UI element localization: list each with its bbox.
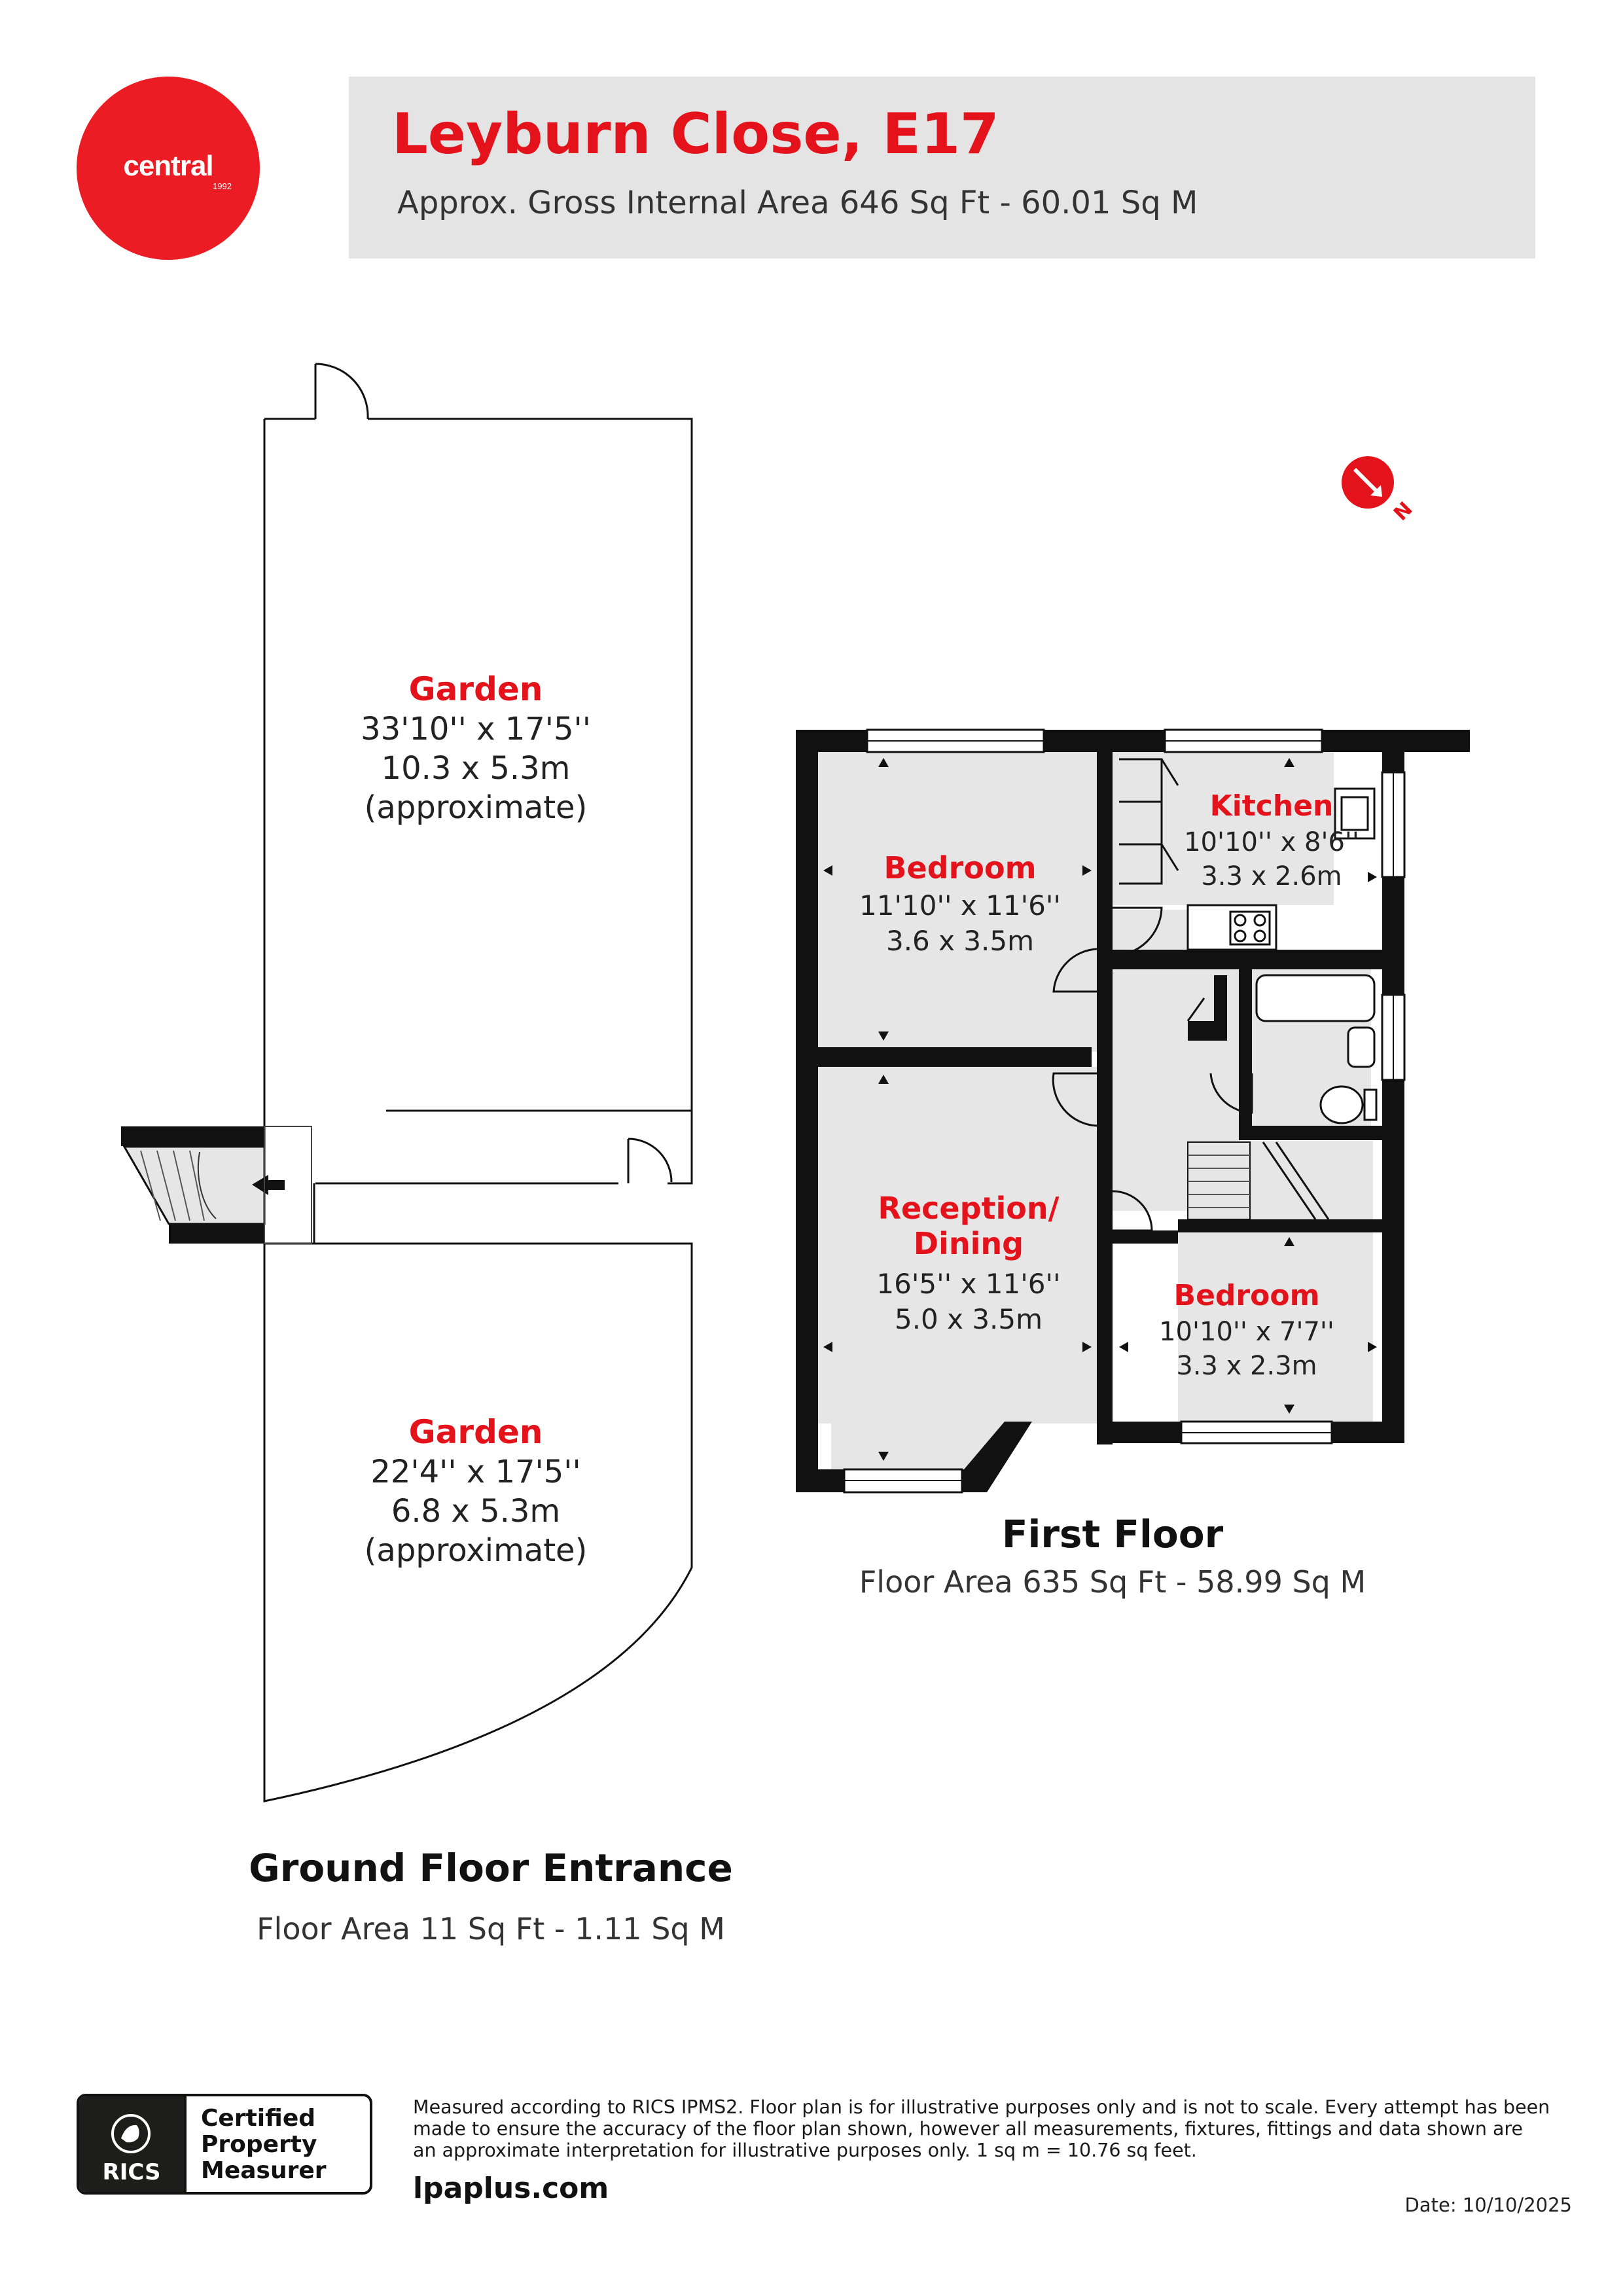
garden-rear-imperial: 33'10'' x 17'5'' [361,711,591,747]
entrance-arrow-icon [252,1175,285,1195]
stair-treads [140,1150,205,1221]
rics-logo-panel [79,2096,184,2192]
brand-year: 1992 [213,181,232,191]
kitchen-metric: 3.3 x 2.6m [1201,861,1342,891]
entrance-stairs [122,1145,266,1225]
garden-front-outline [263,1242,693,1803]
dimension-ticks [823,758,1377,1461]
garden-front-metric: 6.8 x 5.3m [391,1493,560,1530]
compass-label: N [1389,497,1418,526]
kitchen-fittings [1119,758,1376,951]
first-floor-area: Floor Area 635 Sq Ft - 58.99 Sq M [859,1564,1366,1600]
bedroom-1-name: Bedroom [883,850,1036,886]
ground-floor-area: Floor Area 11 Sq Ft - 1.11 Sq M [257,1911,725,1946]
gross-internal-area: Approx. Gross Internal Area 646 Sq Ft - … [397,185,1198,221]
garden-gate [314,363,369,420]
garden-front-name: Garden [409,1413,543,1451]
basin-icon [1347,1026,1376,1068]
ground-floor-plan [263,363,693,1803]
cert-line-2: Property [201,2131,317,2158]
bedroom-2-name: Bedroom [1174,1279,1320,1312]
garden-rear-name: Garden [409,670,543,708]
ground-entrance [121,1126,312,1244]
entrance-wall-top [121,1126,264,1146]
rics-wordmark: RICS [102,2159,161,2185]
ground-floor-title: Ground Floor Entrance [249,1846,733,1890]
entrance-wall-bottom [169,1224,264,1244]
garden-rear-outline [263,418,693,1185]
plan-date: Date: 10/10/2025 [1404,2194,1572,2216]
bedroom-2-imperial: 10'10'' x 7'7'' [1159,1317,1334,1347]
bedroom-1-metric: 3.6 x 3.5m [886,925,1034,957]
entrance-threshold [264,1126,312,1244]
garden-door [627,1138,673,1183]
rics-certified-badge: RICS Certified Property Measurer [77,2094,372,2195]
disclaimer-text: Measured according to RICS IPMS2. Floor … [413,2096,1550,2161]
bath-icon [1255,974,1376,1022]
kitchen-imperial: 10'10'' x 8'6'' [1184,827,1359,857]
bedroom-1-imperial: 11'10'' x 11'6'' [859,889,1061,922]
bay-floor [831,1424,1005,1469]
windows [796,728,1406,1494]
kitchen-name: Kitchen [1210,789,1334,823]
garden-rear-metric: 10.3 x 5.3m [382,750,571,787]
garden-front-note: (approximate) [365,1532,588,1569]
rics-lion-icon [111,2114,151,2153]
bedroom-2-metric: 3.3 x 2.3m [1176,1351,1317,1381]
brand-logo: central 1992 [77,77,260,260]
certified-property-measurer: Certified Property Measurer [201,2106,327,2184]
north-arrow-icon: N [1342,456,1417,526]
walls [796,730,1470,1492]
garden-rear-note: (approximate) [365,789,588,826]
brand-name: central [123,150,213,182]
first-floor-title: First Floor [1001,1512,1224,1556]
cert-line-3: Measurer [201,2157,327,2184]
stair-arc [197,1151,217,1219]
first-floor-stairs [1187,1141,1330,1220]
bathroom-fittings [1255,974,1378,1124]
door-swings [1052,906,1253,1232]
reception-name-line2: Dining [914,1226,1024,1261]
reception-imperial: 16'5'' x 11'6'' [876,1268,1060,1300]
kitchen-units [1119,758,1163,885]
header-band: Leyburn Close, E17 Approx. Gross Interna… [349,77,1535,259]
property-address: Leyburn Close, E17 [392,101,999,167]
website-link[interactable]: lpaplus.com [413,2172,609,2205]
first-floor-plan [796,728,1470,1494]
rics-divider [184,2096,192,2192]
reception-metric: 5.0 x 3.5m [895,1303,1043,1335]
garden-front-imperial: 22'4'' x 17'5'' [370,1454,580,1490]
reception-name-line1: Reception/ [878,1191,1060,1226]
cert-line-1: Certified [201,2105,316,2132]
toilet-icon [1319,1085,1364,1124]
room-labels: Garden 33'10'' x 17'5'' 10.3 x 5.3m (app… [361,670,1359,1569]
